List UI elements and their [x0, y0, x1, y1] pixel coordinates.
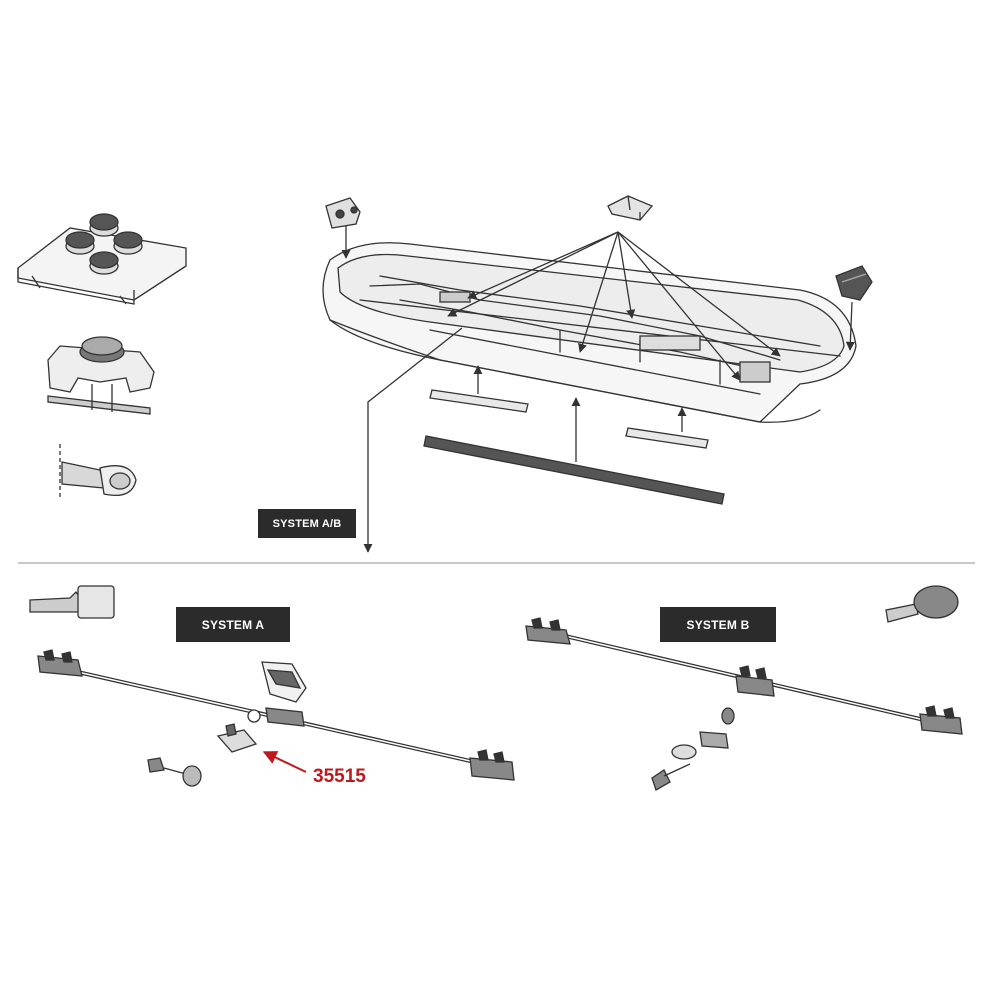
- system-ab-label: SYSTEM A/B: [258, 509, 356, 538]
- bottom-rails: [423, 389, 725, 505]
- system-a-lock-parts: [147, 723, 258, 787]
- system-a-lock-rod: [37, 649, 515, 781]
- system-b-lock-rod: [525, 617, 963, 735]
- strap-buckle: [59, 444, 137, 500]
- system-b-lock-parts: [651, 707, 735, 791]
- hinge-bracket-left: [325, 197, 361, 229]
- assembly-arrows: [341, 226, 855, 553]
- lock-bracket-top: [607, 195, 654, 221]
- hinge-bracket-right: [835, 265, 873, 301]
- callout-arrow: [262, 751, 307, 773]
- system-a-label: SYSTEM A: [176, 607, 290, 642]
- system-b-key-icon: [885, 585, 959, 623]
- roof-box-shell: [322, 242, 857, 423]
- quick-grip-mount-kit: [17, 213, 187, 305]
- system-b-label: SYSTEM B: [660, 607, 776, 642]
- part-number-callout: 35515: [313, 766, 366, 787]
- system-a-key-icon: [29, 585, 115, 619]
- t-bolt-clamp: [47, 336, 155, 415]
